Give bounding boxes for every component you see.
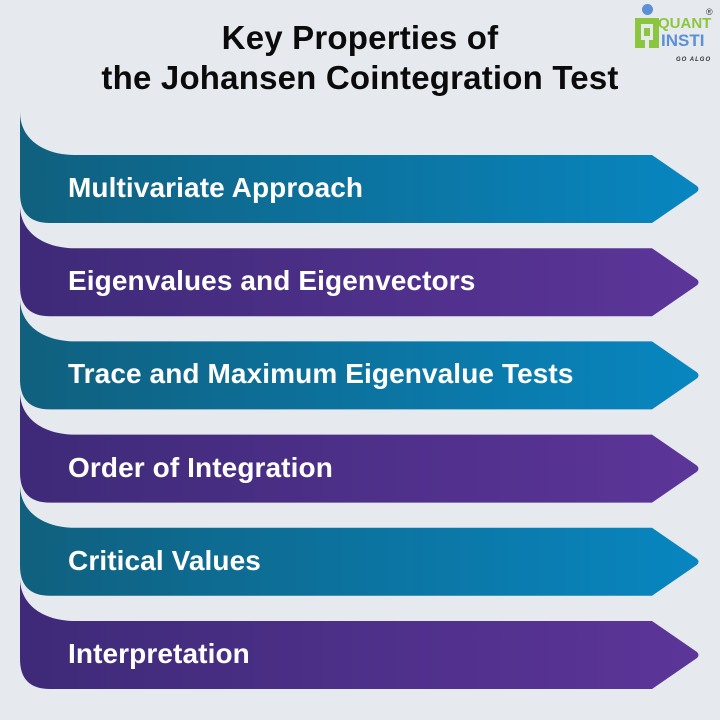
logo-tagline: GO ALGO — [676, 57, 712, 63]
property-arrow-band — [20, 578, 699, 689]
property-arrow-band — [20, 391, 699, 503]
page-title: Key Properties of the Johansen Cointegra… — [0, 18, 720, 98]
property-label: Multivariate Approach — [68, 172, 364, 203]
property-arrow-band — [20, 205, 699, 317]
property-label: Critical Values — [68, 544, 261, 576]
quantinsti-logo: QUANT INSTI GO ALGO ® — [634, 4, 716, 70]
title-line-2: the Johansen Cointegration Test — [101, 59, 619, 96]
registered-mark: ® — [706, 7, 713, 17]
property-arrow-band — [20, 298, 699, 410]
property-label: Order of Integration — [68, 451, 333, 483]
logo-dot-icon — [642, 4, 653, 15]
title-line-1: Key Properties of — [221, 19, 499, 56]
logo-maze-icon — [635, 18, 659, 48]
property-arrow-band — [20, 484, 699, 596]
logo-word-insti: INSTI — [661, 31, 705, 50]
property-label: Trace and Maximum Eigenvalue Tests — [68, 358, 574, 390]
logo-word-quant: QUANT — [658, 15, 712, 32]
property-label: Eigenvalues and Eigenvectors — [68, 265, 476, 297]
property-label: Interpretation — [68, 638, 250, 669]
property-arrow-band — [20, 112, 699, 223]
